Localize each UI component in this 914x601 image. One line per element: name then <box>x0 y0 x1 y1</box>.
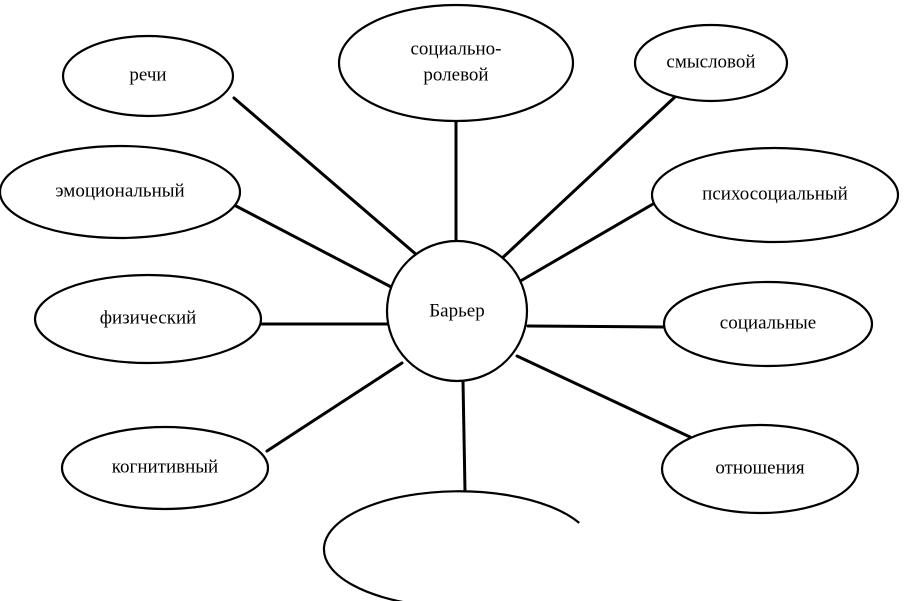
node-label-emocionalnyy: эмоциональный <box>55 180 184 201</box>
connector-psihosocialnyy <box>515 202 655 285</box>
connector-empty <box>461 379 467 493</box>
node-shape-smyslovoy <box>633 23 789 103</box>
node-shape-rechi <box>61 34 235 118</box>
center-label: Барьер <box>429 300 484 321</box>
node-label-fizicheskiy: физический <box>100 307 197 328</box>
node-shape-socialno-rolevoy <box>337 3 575 123</box>
node-shape-kognitivnyy <box>60 425 270 511</box>
node-label-socialno-rolevoy-2: ролевой <box>423 64 488 85</box>
node-label-psihosocialnyy: психосоциальный <box>702 183 848 204</box>
node-shape-otnosheniya <box>660 423 860 515</box>
node-rechi: речи <box>61 34 235 118</box>
connector-smyslovoy <box>496 94 678 264</box>
connector-emocionalnyy <box>234 204 397 291</box>
node-shape-psihosocialnyy <box>650 146 900 244</box>
center-node: Барьер <box>385 239 529 383</box>
node-label-socialno-rolevoy-1: социально- <box>410 38 501 59</box>
node-kognitivnyy: когнитивный <box>60 425 270 511</box>
node-shape-emocionalnyy <box>0 144 242 240</box>
connectors <box>232 94 692 493</box>
node-psihosocialnyy: психосоциальный <box>650 146 900 244</box>
node-shape-fizicheskiy <box>33 273 263 365</box>
connector-otnosheniya <box>515 354 692 439</box>
node-label-smyslovoy: смысловой <box>666 51 755 72</box>
node-label-kognitivnyy: когнитивный <box>112 456 218 477</box>
node-label-rechi: речи <box>129 64 166 85</box>
connector-rechi <box>232 96 420 258</box>
node-emocionalnyy: эмоциональный <box>0 144 242 240</box>
connector-socialnye <box>526 324 665 329</box>
node-empty <box>322 490 580 601</box>
node-shape-empty <box>322 490 580 601</box>
node-smyslovoy: смысловой <box>633 23 789 103</box>
node-label-otnosheniya: отношения <box>715 457 805 478</box>
node-socialnye: социальные <box>662 280 874 368</box>
node-fizicheskiy: физический <box>33 273 263 365</box>
node-socialno-rolevoy: социально-ролевой <box>337 3 575 123</box>
connector-kognitivnyy <box>265 361 404 453</box>
node-label-socialnye: социальные <box>720 312 816 333</box>
center-circle <box>385 239 529 383</box>
node-shape-socialnye <box>662 280 874 368</box>
nodes: речи социально-ролевой смысловой эмоциональ… <box>0 3 900 601</box>
node-otnosheniya: отношения <box>660 423 860 515</box>
